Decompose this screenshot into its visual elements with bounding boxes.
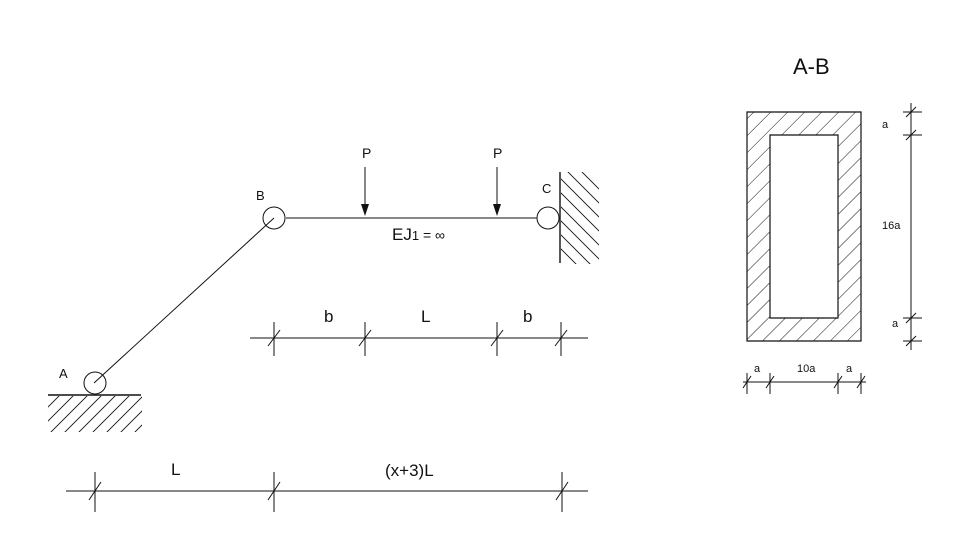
section-dim-right-top: a (882, 119, 889, 131)
stiffness-label: EJ1 = ∞ (392, 225, 445, 244)
wall-support-c (559, 172, 599, 264)
node-label-c: C (542, 181, 551, 196)
dim-top-l: L (421, 307, 430, 326)
section-dim-bottom-middle: 10a (797, 363, 816, 375)
node-label-b: B (256, 188, 265, 203)
section-dim-bottom-left: a (754, 363, 761, 375)
hinge-c (536, 206, 560, 230)
dimension-bottom: L (x+3)L (66, 460, 588, 512)
cross-section: A-B a 16a a a (742, 54, 922, 394)
load-arrow-left (361, 167, 369, 216)
section-title: A-B (793, 54, 830, 79)
hinge-b (262, 206, 286, 230)
section-dim-bottom-right: a (846, 363, 853, 375)
dim-top-b-right: b (523, 307, 532, 326)
section-wall (746, 111, 862, 342)
ground-support-a (48, 394, 142, 432)
stiffness-sub: 1 (412, 228, 419, 243)
dim-bottom-l: L (171, 460, 180, 479)
load-label-right: P (493, 145, 502, 161)
load-arrow-right (493, 167, 501, 216)
frame: A B C P P EJ1 = ∞ (48, 145, 599, 432)
section-dim-right: a 16a a (882, 103, 922, 350)
stiffness-main: EJ (392, 225, 412, 244)
section-dim-right-bottom: a (892, 318, 899, 330)
load-label-left: P (362, 145, 371, 161)
node-label-a: A (59, 366, 68, 381)
dim-bottom-x3l: (x+3)L (385, 461, 434, 480)
dim-top-b-left: b (324, 307, 333, 326)
section-dim-bottom: a 10a a (742, 363, 866, 394)
hinge-a (83, 371, 107, 395)
dimension-top: b L b (250, 307, 588, 356)
member-a-b (93, 217, 275, 384)
section-dim-right-middle: 16a (882, 220, 901, 232)
stiffness-rest: = ∞ (419, 227, 445, 243)
